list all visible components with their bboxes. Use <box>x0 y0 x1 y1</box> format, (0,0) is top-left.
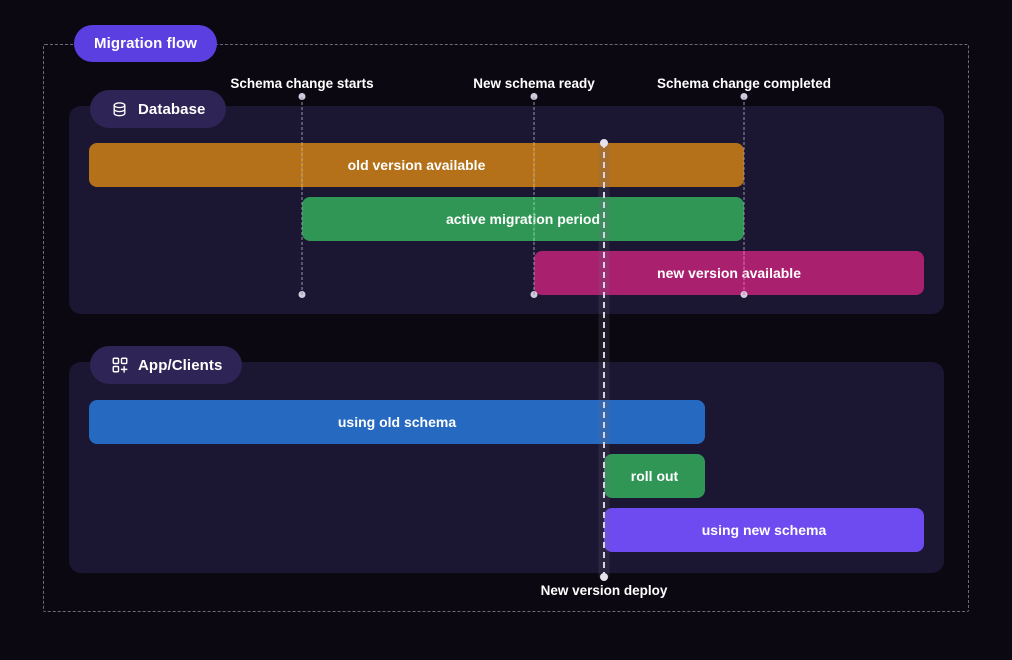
bar-label: using old schema <box>337 414 457 430</box>
milestone-line-segment <box>533 143 535 187</box>
bar-label: using new schema <box>701 522 827 538</box>
bar-using-new-schema[interactable]: using new schema <box>604 508 924 552</box>
new-version-deploy-label: New version deploy <box>540 583 668 598</box>
migration-flow-label: Migration flow <box>94 35 198 52</box>
bar-label: active migration period <box>445 211 601 227</box>
new-version-deploy-line <box>603 142 605 578</box>
migration-flow-badge: Migration flow <box>74 25 218 62</box>
database-icon <box>110 100 129 119</box>
milestone-line-segment <box>743 251 745 295</box>
apps-add-icon <box>110 356 129 375</box>
milestone-label: Schema change starts <box>230 76 374 91</box>
milestone-line <box>301 97 303 295</box>
bar-old-version-available[interactable]: old version available <box>89 143 744 187</box>
database-lane-badge: Database <box>90 90 226 128</box>
diagram-outer-frame <box>43 44 969 612</box>
bar-label: roll out <box>630 468 679 484</box>
bar-label: new version available <box>657 265 801 281</box>
new-version-deploy-dot-bottom <box>600 573 608 581</box>
bar-active-migration-period[interactable]: active migration period <box>302 197 744 241</box>
bar-using-old-schema[interactable]: using old schema <box>89 400 705 444</box>
milestone-line-segment <box>533 197 535 241</box>
milestone-line <box>533 97 535 295</box>
milestone-label: Schema change completed <box>656 76 832 91</box>
milestone-label: New schema ready <box>473 76 595 91</box>
milestone-line-segment <box>301 143 303 187</box>
bar-roll-out[interactable]: roll out <box>604 454 705 498</box>
milestone-line <box>743 97 745 295</box>
app-clients-lane-badge: App/Clients <box>90 346 243 384</box>
database-lane-label: Database <box>138 100 206 118</box>
new-version-deploy-dot-top <box>600 139 608 147</box>
bar-label: old version available <box>347 157 486 173</box>
milestone-dot-top <box>298 93 306 100</box>
app-clients-lane-label: App/Clients <box>138 356 223 374</box>
bar-new-version-available[interactable]: new version available <box>534 251 924 295</box>
milestone-dot-top <box>530 93 538 100</box>
milestone-dot-top <box>740 93 748 100</box>
